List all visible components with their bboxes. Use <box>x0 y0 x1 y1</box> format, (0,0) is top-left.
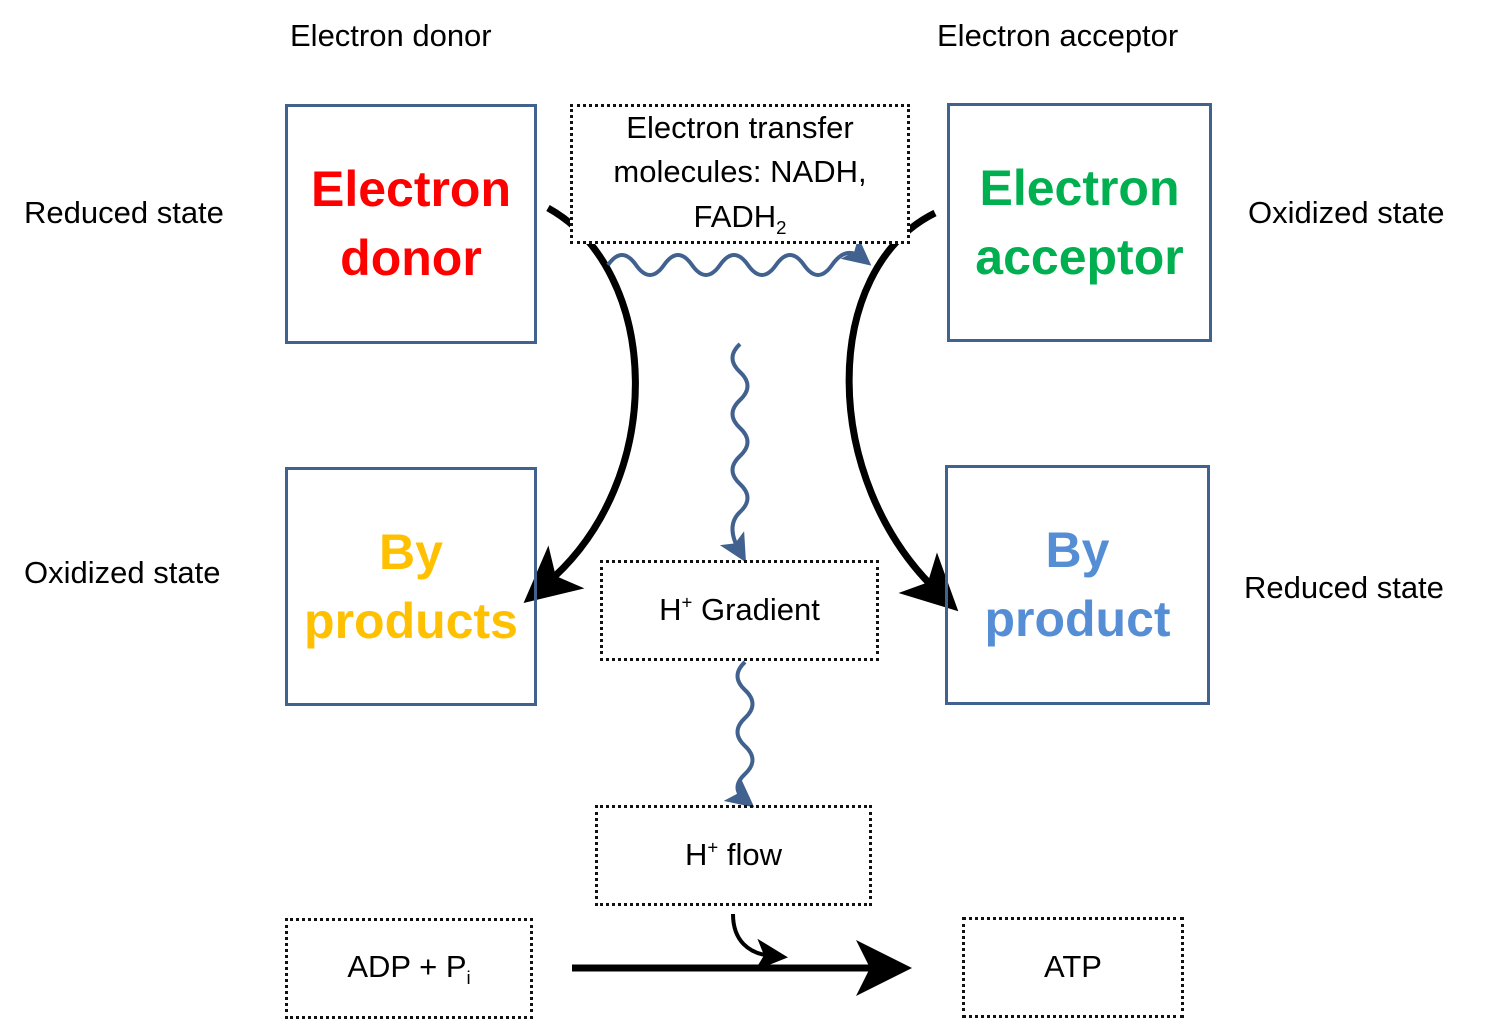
byproduct-line1: By <box>1045 522 1110 578</box>
gradient-label: H+ Gradient <box>659 588 820 633</box>
electron-acceptor-line2: acceptor <box>975 228 1184 285</box>
flow-plus: + <box>707 836 719 858</box>
electron-donor-box: Electron donor <box>285 104 537 344</box>
electron-acceptor-line1: Electron <box>979 159 1180 216</box>
electron-donor-line1: Electron <box>310 161 512 217</box>
transfer-line2: molecules: NADH, <box>613 154 867 190</box>
byproducts-box: By products <box>285 467 537 706</box>
transfer-fadh-text: FADH <box>693 199 777 235</box>
electron-donor-line2: donor <box>340 230 482 286</box>
gradient-word: Gradient <box>692 592 820 628</box>
h-gradient-box: H+ Gradient <box>600 560 879 661</box>
electron-transfer-box: Electron transfer molecules: NADH, FADH2 <box>570 104 910 244</box>
header-electron-acceptor: Electron acceptor <box>937 18 1179 53</box>
label-left-oxidized-state: Oxidized state <box>24 555 221 590</box>
flow-label: H+ flow <box>685 833 782 878</box>
byproduct-box: By product <box>945 465 1210 705</box>
transfer-fadh-subscript: 2 <box>776 217 787 239</box>
adp-subscript: i <box>466 967 471 989</box>
atp-label: ATP <box>1044 949 1102 985</box>
adp-label: ADP + Pi <box>347 945 470 992</box>
label-right-reduced-state: Reduced state <box>1244 570 1444 605</box>
transfer-line3: FADH2 <box>693 195 786 242</box>
atp-box: ATP <box>962 917 1184 1018</box>
transfer-line1: Electron transfer <box>626 109 854 145</box>
flow-hook-arrow <box>731 913 788 971</box>
adp-pi-box: ADP + Pi <box>285 918 533 1019</box>
adp-text: ADP + P <box>347 948 467 984</box>
label-right-oxidized-state: Oxidized state <box>1248 195 1445 230</box>
header-electron-donor: Electron donor <box>290 18 492 53</box>
gradient-plus: + <box>681 591 693 613</box>
vertical-wavy-arrow-top <box>719 342 750 563</box>
horizontal-wavy-arrow <box>606 237 872 277</box>
electron-acceptor-box: Electron acceptor <box>947 103 1212 342</box>
left-curved-arrow <box>523 204 639 604</box>
byproduct-line2: product <box>984 591 1171 647</box>
gradient-h: H <box>659 592 682 628</box>
byproducts-line1: By <box>379 523 443 580</box>
flow-h: H <box>685 837 708 873</box>
flow-word: flow <box>718 837 782 873</box>
vertical-wavy-arrow-bottom <box>723 660 755 808</box>
byproducts-line2: products <box>304 592 518 649</box>
h-flow-box: H+ flow <box>595 805 872 906</box>
right-curved-arrow <box>845 209 959 612</box>
label-left-reduced-state: Reduced state <box>24 195 224 230</box>
